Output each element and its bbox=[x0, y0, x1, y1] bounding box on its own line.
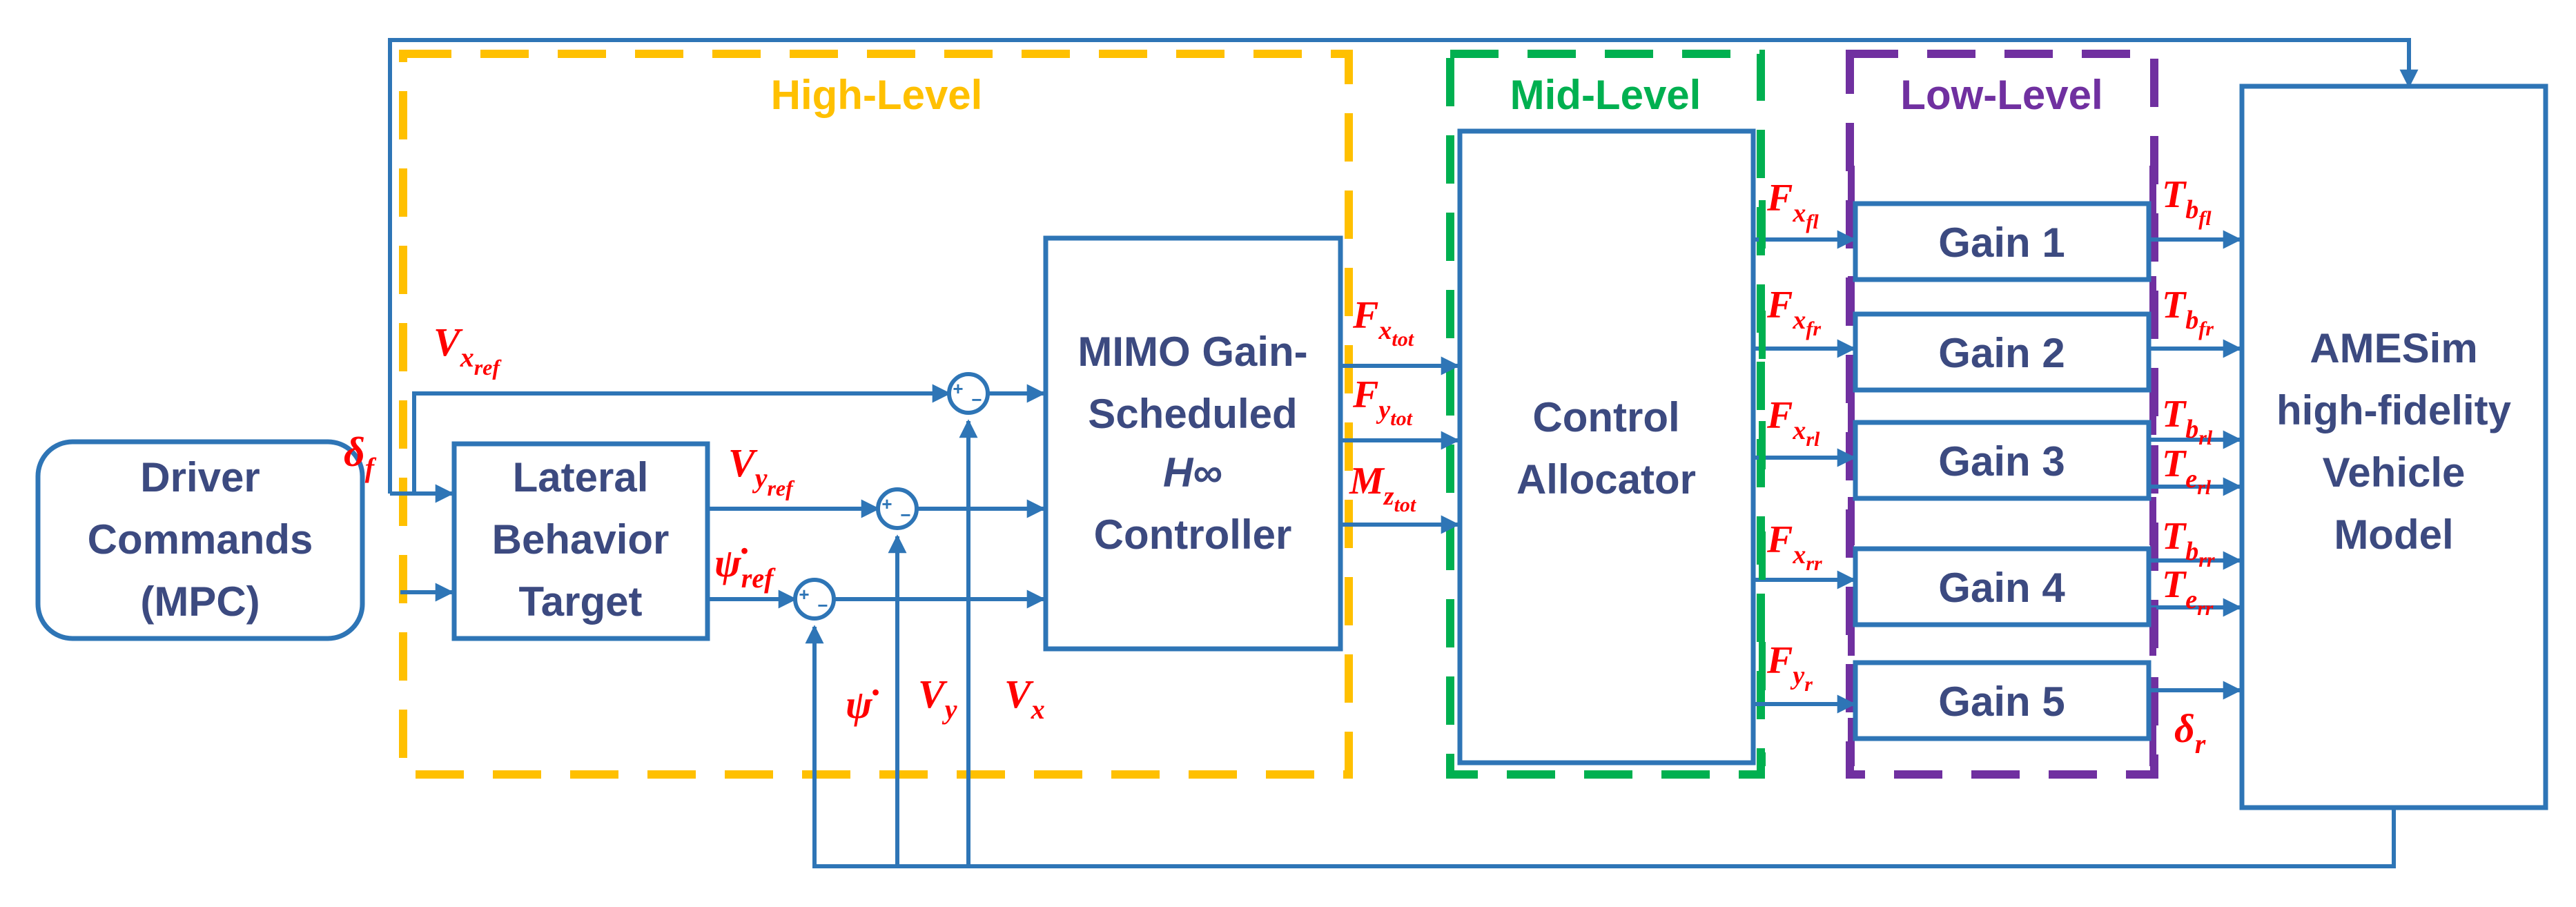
lateral-label-line1: Lateral bbox=[513, 454, 649, 500]
gain-4-block: Gain 4 bbox=[1853, 546, 2151, 627]
mimo-label-line3: H∞ bbox=[1163, 449, 1222, 496]
lateral-label-line3: Target bbox=[519, 578, 643, 625]
vehicle-label-line2: high-fidelity bbox=[2276, 387, 2512, 433]
psi-ref-label: ψ̇ref bbox=[714, 540, 776, 594]
vy-label: Vy bbox=[918, 672, 957, 725]
delta-f-bypass-wire bbox=[388, 38, 2419, 494]
vx-label: Vx bbox=[1004, 672, 1045, 725]
delta-r-label: δr bbox=[2174, 706, 2206, 759]
mimo-label-line2: Scheduled bbox=[1088, 391, 1297, 437]
sum-plus: + bbox=[799, 584, 809, 605]
fx-fr-label: Fxfr bbox=[1766, 284, 1821, 340]
lateral-behavior-target-block: Lateral Behavior Target bbox=[451, 441, 710, 641]
allocator-label-line2: Allocator bbox=[1516, 456, 1696, 503]
gain-3-block: Gain 3 bbox=[1853, 420, 2151, 501]
gain-2-block: Gain 2 bbox=[1853, 311, 2151, 393]
vy-ref-label: Vyref bbox=[728, 440, 795, 500]
gain-4-label: Gain 4 bbox=[1938, 565, 2065, 611]
fy-tot-label: Fytot bbox=[1352, 373, 1414, 430]
sum-plus: + bbox=[881, 494, 892, 514]
mimo-controller-block: MIMO Gain- Scheduled H∞ Controller bbox=[1043, 235, 1343, 652]
te-rr-label: Terr bbox=[2162, 563, 2214, 620]
mid-level-label: Mid-Level bbox=[1510, 72, 1701, 118]
sum-minus: − bbox=[817, 595, 828, 616]
summing-junction-vx: + − bbox=[947, 372, 990, 415]
tb-rr-label: Tbrr bbox=[2162, 515, 2215, 572]
fy-r-label: Fyr bbox=[1766, 639, 1813, 696]
mimo-label-line4: Controller bbox=[1094, 511, 1292, 558]
fx-rl-label: Fxrl bbox=[1766, 394, 1820, 451]
sum-minus: − bbox=[900, 505, 910, 525]
vehicle-label-line3: Vehicle bbox=[2323, 449, 2466, 496]
fx-fl-label: Fxfl bbox=[1766, 177, 1819, 233]
signal-wires bbox=[388, 38, 2419, 868]
mimo-label-line1: MIMO Gain- bbox=[1077, 329, 1307, 375]
summing-junction-vy: + − bbox=[876, 487, 919, 530]
psi-dot-label: ψ̇ bbox=[846, 682, 879, 727]
mid-level-frame bbox=[1446, 50, 1765, 779]
fx-rr-label: Fxrr bbox=[1766, 518, 1822, 575]
driver-label-line2: Commands bbox=[88, 516, 313, 563]
low-level-label: Low-Level bbox=[1900, 72, 2102, 118]
summing-junction-yaw: + − bbox=[793, 578, 836, 621]
sum-plus: + bbox=[953, 378, 963, 399]
tb-fr-label: Tbfr bbox=[2162, 284, 2214, 340]
lateral-label-line2: Behavior bbox=[492, 516, 670, 563]
gain-3-label: Gain 3 bbox=[1938, 438, 2065, 485]
driver-label-line1: Driver bbox=[140, 454, 260, 500]
sum-minus: − bbox=[971, 389, 982, 410]
fx-tot-label: Fxtot bbox=[1352, 294, 1415, 351]
driver-commands-block: Driver Commands (MPC) bbox=[35, 439, 365, 641]
te-rl-label: Terl bbox=[2162, 442, 2212, 499]
driver-label-line3: (MPC) bbox=[140, 578, 260, 625]
gain-5-block: Gain 5 bbox=[1853, 660, 2151, 741]
tb-rl-label: Tbrl bbox=[2162, 393, 2213, 449]
vehicle-model-block: AMESim high-fidelity Vehicle Model bbox=[2239, 84, 2548, 810]
mz-tot-label: Mztot bbox=[1349, 460, 1417, 516]
gain-1-block: Gain 1 bbox=[1853, 201, 2151, 282]
delta-f-label: δf bbox=[344, 429, 377, 483]
control-allocator-block: Control Allocator bbox=[1457, 128, 1756, 765]
feedback-wire bbox=[805, 625, 2396, 868]
signal-labels: δf Vxref Vyref ψ̇ref ψ̇ Vy Vx Fxtot Fyto… bbox=[344, 173, 2215, 759]
vehicle-label-line4: Model bbox=[2334, 511, 2453, 558]
high-level-label: High-Level bbox=[771, 72, 983, 118]
port-markers bbox=[1759, 166, 2156, 766]
allocator-label-line1: Control bbox=[1532, 394, 1679, 440]
vehicle-label-line1: AMESim bbox=[2310, 325, 2477, 371]
gain-2-label: Gain 2 bbox=[1938, 330, 2065, 376]
tb-fl-label: Tbfl bbox=[2162, 173, 2212, 230]
high-level-frame bbox=[399, 50, 1353, 779]
gain-1-label: Gain 1 bbox=[1938, 220, 2065, 266]
gain-5-label: Gain 5 bbox=[1938, 679, 2065, 725]
vx-ref-label: Vxref bbox=[433, 320, 502, 380]
